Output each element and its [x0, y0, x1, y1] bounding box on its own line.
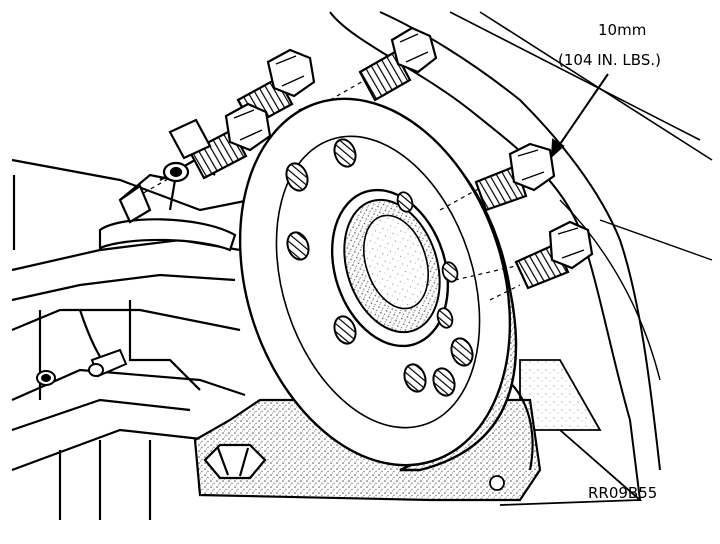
housing-hole: [489, 475, 505, 491]
bolt-right-upper: [474, 142, 556, 212]
bolt-top: [358, 26, 438, 102]
callout-arrow: [550, 73, 609, 159]
figure-code: RR09B55: [588, 484, 658, 502]
frame-bolt-left: [36, 348, 128, 386]
left-bracket: [11, 158, 251, 302]
bolt-mid-left: [188, 102, 272, 180]
flywheel-holes-outer: [285, 138, 474, 397]
bolt-right-lower: [514, 220, 594, 290]
housing-bolt: [203, 443, 267, 480]
flywheel-holes-inner: [396, 191, 459, 329]
callout-bolt-size: 10mm: [598, 21, 647, 39]
spacer-left: [118, 118, 212, 224]
callout-torque-spec: (104 IN. LBS.): [558, 51, 661, 69]
bolt-centerlines: [139, 79, 521, 301]
lower-frame: [11, 300, 246, 520]
